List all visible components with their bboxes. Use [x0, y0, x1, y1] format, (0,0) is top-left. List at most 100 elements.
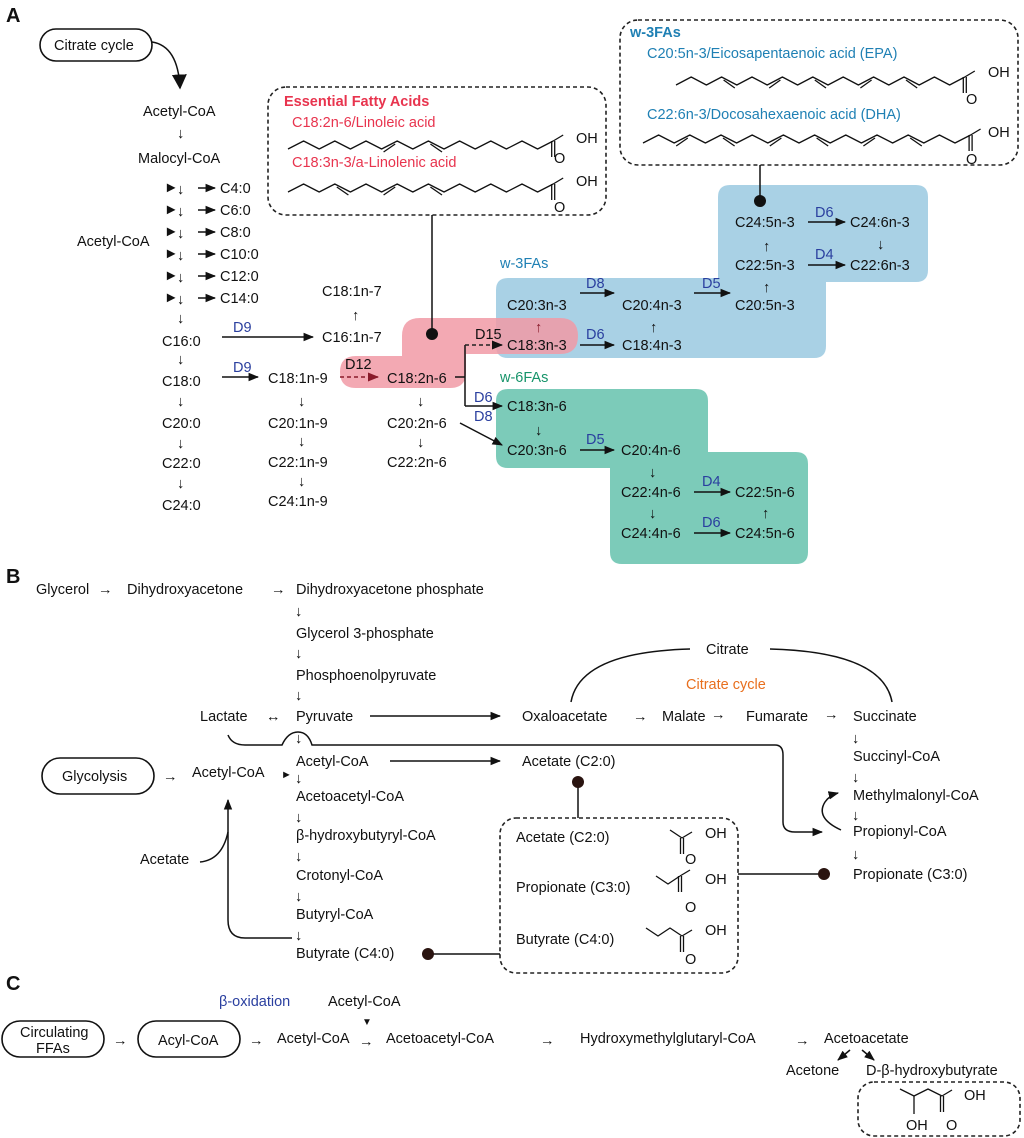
enzyme-d5: D5	[702, 276, 721, 292]
down-arrow: ↓	[295, 771, 302, 787]
connector-dot	[426, 328, 438, 340]
up-arrow: ↑	[352, 308, 359, 324]
acetyl-coa-main: Acetyl-CoA	[296, 754, 369, 770]
carbon-chain	[655, 875, 681, 885]
enzyme-d9: D9	[233, 320, 252, 336]
d8-arrow-n6	[459, 422, 503, 446]
fa-c22-0: C22:0	[162, 456, 201, 472]
right-arrow: →	[98, 582, 113, 598]
fa-c18-1n9: C18:1n-9	[268, 371, 328, 387]
phosphoenolpyruvate: Phosphoenolpyruvate	[296, 668, 436, 684]
double-bond	[769, 137, 782, 147]
down-arrow: ↓	[298, 394, 305, 410]
fa-c20-0: C20:0	[162, 416, 201, 432]
beta-oxidation-label: β-oxidation	[219, 994, 290, 1010]
down-arrow: ↓	[298, 474, 305, 490]
pyruvate: Pyruvate	[296, 709, 353, 725]
fa-c20-4n3: C20:4n-3	[622, 298, 682, 314]
connector-dot	[754, 195, 766, 207]
omega3-region	[496, 185, 928, 358]
double-bond	[723, 79, 736, 89]
carbon-chain	[287, 183, 554, 193]
propionyl-coa: Propionyl-CoA	[853, 824, 947, 840]
acetyl-coa-top: Acetyl-CoA	[328, 994, 401, 1010]
right-arrow: →	[113, 1033, 128, 1049]
d-beta-hydroxybutyrate: D-β-hydroxybutyrate	[866, 1063, 998, 1079]
circulating-ffas-box	[1, 1020, 105, 1058]
right-arrow: →	[540, 1033, 555, 1049]
glycerol: Glycerol	[36, 582, 89, 598]
right-arrow: →	[795, 1033, 810, 1049]
citrate-cycle-label: Citrate cycle	[54, 38, 134, 54]
acetone: Acetone	[786, 1063, 839, 1079]
panel-label-a: A	[6, 5, 20, 27]
down-arrow: ↓	[177, 204, 184, 220]
oh-label: OH	[705, 923, 727, 939]
short-chain-fa: C4:0	[220, 181, 251, 197]
down-arrow: ↓	[295, 646, 302, 662]
fa-c24-1n9: C24:1n-9	[268, 494, 328, 510]
propionyl-to-methylmalonyl-arrow	[821, 791, 842, 831]
fa-c18-2n6: C18:2n-6	[387, 371, 447, 387]
dihydroxyacetone: Dihydroxyacetone	[127, 582, 243, 598]
scfa-acetate: Acetate (C2:0)	[516, 830, 610, 846]
epa-label: C20:5n-3/Eicosapentaenoic acid (EPA)	[647, 46, 897, 62]
oh-label: OH	[705, 826, 727, 842]
down-arrow: ↓	[852, 731, 859, 747]
oxaloacetate: Oxaloacetate	[522, 709, 607, 725]
acyl-coa-box	[137, 1020, 241, 1058]
omega6-region-label: w-6FAs	[499, 370, 548, 386]
fa-c24-5n3: C24:5n-3	[735, 215, 795, 231]
right-arrow: →	[249, 1033, 264, 1049]
bhb-coa: β-hydroxybutyryl-CoA	[296, 828, 436, 844]
citrate: Citrate	[706, 642, 749, 658]
glycolysis-box	[41, 757, 155, 795]
right-arrow: →	[359, 1034, 374, 1050]
carbon-chain	[675, 76, 966, 86]
oh-label: OH	[705, 872, 727, 888]
citrate-to-acetylcoa-arrow	[151, 41, 187, 90]
short-chain-fa: C6:0	[220, 203, 251, 219]
oh-bond	[679, 869, 691, 877]
oh-label: OH	[906, 1118, 928, 1134]
acetate-c2: Acetate (C2:0)	[522, 754, 616, 770]
arrowhead-icon: ►	[281, 769, 292, 781]
acetyl-coa-left: Acetyl-CoA	[192, 765, 265, 781]
acetoacetyl-coa: Acetoacetyl-CoA	[386, 1031, 494, 1047]
fa-c20-2n6: C20:2n-6	[387, 416, 447, 432]
enzyme-d15: D15	[475, 327, 502, 343]
fa-c24-4n6: C24:4n-6	[621, 526, 681, 542]
fa-c18-1n7: C18:1n-7	[322, 284, 382, 300]
linoleic-acid-structure	[287, 134, 564, 157]
oh-bond	[964, 70, 976, 78]
oh-bond	[552, 134, 564, 142]
fa-c24-6n3: C24:6n-3	[850, 215, 910, 231]
dha-structure	[642, 128, 981, 151]
alpha-linolenic-acid-label: C18:3n-3/a-Linolenic acid	[292, 155, 456, 171]
oh-bond	[681, 831, 693, 839]
oh-bond	[552, 177, 564, 185]
fa-c18-4n3: C18:4n-3	[622, 338, 682, 354]
acetyl-add-arrowhead-icon: ►	[164, 202, 178, 218]
dhap: Dihydroxyacetone phosphate	[296, 582, 484, 598]
fa-c22-4n6: C22:4n-6	[621, 485, 681, 501]
circulating-ffas-line2: FFAs	[36, 1041, 70, 1057]
short-chain-fa: C14:0	[220, 291, 259, 307]
lactate-to-propionyl-path	[227, 731, 824, 837]
enzyme-d6: D6	[702, 515, 721, 531]
down-arrow: ↓	[177, 394, 184, 410]
short-chain-series: ►↓C4:0►↓C6:0►↓C8:0►↓C10:0►↓C12:0►↓C14:0	[164, 180, 259, 308]
oh-label: OH	[576, 174, 598, 190]
acetyl-coa-top: Acetyl-CoA	[143, 104, 216, 120]
double-bond	[430, 143, 443, 153]
linoleic-acid-label: C18:2n-6/Linoleic acid	[292, 115, 435, 131]
short-chain-fa: C8:0	[220, 225, 251, 241]
connector-dot	[422, 948, 434, 960]
down-arrow: ↓	[177, 126, 184, 142]
down-arrow: ↓	[177, 476, 184, 492]
methylmalonyl-coa: Methylmalonyl-CoA	[853, 788, 979, 804]
crotonyl-coa: Crotonyl-CoA	[296, 868, 383, 884]
fa-c24-0: C24:0	[162, 498, 201, 514]
fa-c16-0: C16:0	[162, 334, 201, 350]
